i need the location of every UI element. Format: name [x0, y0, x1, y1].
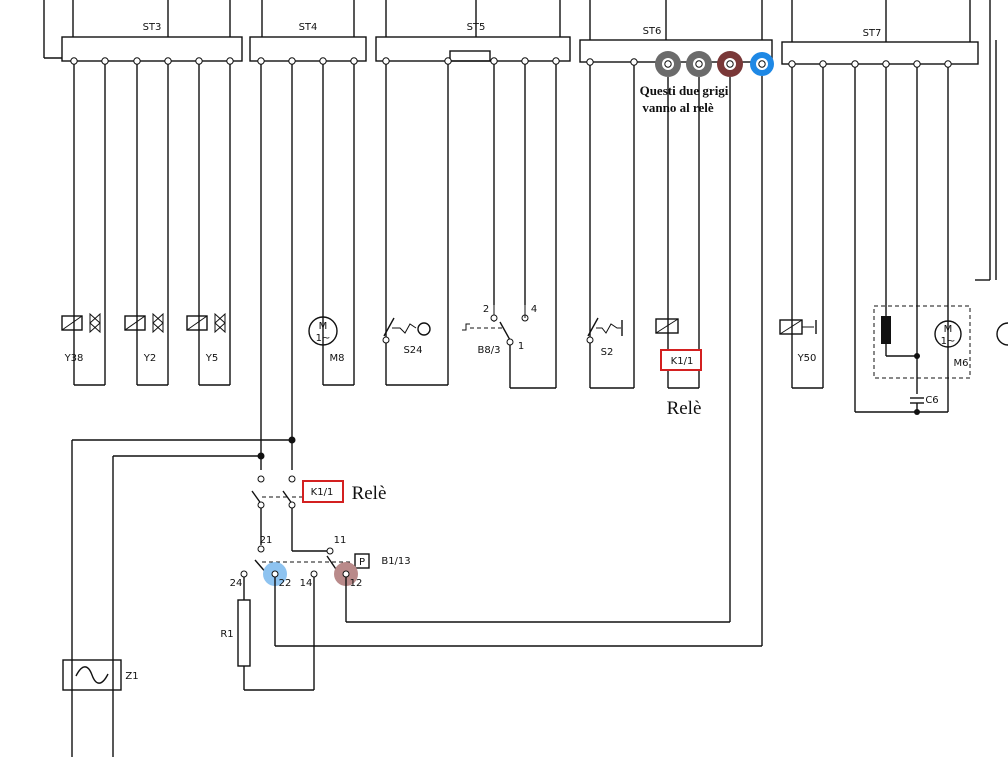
motor-m6-ac: 1~: [941, 336, 956, 347]
valve-y50-label: Y50: [797, 353, 817, 364]
valve-y38: Y38: [61, 312, 101, 364]
relay-contact-highlight-box: [302, 480, 344, 503]
connector-st7-label: ST7: [863, 28, 882, 39]
relay-coil-k1-label: K1/1: [671, 356, 694, 367]
valve-y38-label: Y38: [64, 353, 84, 364]
terminal-21: 21: [260, 535, 273, 546]
connector-blocks: ST3 ST4 ST5 ST6 ST7: [43, 0, 997, 281]
b8-terminal-4: 4: [531, 304, 537, 315]
fan-m6: M 1~ M6 C6: [873, 305, 1008, 415]
pressure-switch-p: P: [359, 557, 365, 568]
lower-wiring: Z1 K1/1 21 11 P B1/13 24: [62, 436, 762, 757]
b8-terminal-1: 1: [518, 341, 524, 352]
st6-highlights: [655, 51, 774, 77]
valve-y2-label: Y2: [143, 353, 156, 364]
relay-coil-highlight-box: [660, 349, 702, 371]
relay-annotation-lower: Relè: [352, 483, 387, 504]
connector-st7: ST7: [781, 0, 979, 65]
motor-m8-label: M8: [330, 353, 345, 364]
terminal-24: 24: [230, 578, 243, 589]
motor-m8-m: M: [319, 321, 328, 332]
valve-y50: Y50: [779, 319, 817, 364]
connector-st4: ST4: [249, 0, 367, 62]
pressure-switch-b1-13-label: B1/13: [381, 556, 410, 567]
switch-b8-3: 2 4 1 B8/3: [462, 304, 537, 356]
motor-m6-m: M: [944, 324, 953, 335]
filter-z1-label: Z1: [125, 671, 138, 682]
connector-st6: ST6: [579, 0, 773, 63]
terminal-11: 11: [334, 535, 347, 546]
valve-y5: Y5: [186, 312, 226, 364]
switch-s2: S2: [586, 317, 623, 358]
motor-m8: M 1~ M8: [308, 316, 345, 364]
valve-y2: Y2: [124, 312, 164, 364]
relay-coil-k1: K1/1: [655, 318, 702, 371]
vertical-wires: [73, 61, 949, 646]
switch-s24: S24: [382, 317, 431, 356]
terminal-14: 14: [300, 578, 313, 589]
relay-contact-k1-label: K1/1: [311, 487, 334, 498]
connector-st6-label: ST6: [643, 26, 662, 37]
switch-b8-3-label: B8/3: [478, 345, 501, 356]
connector-st4-label: ST4: [299, 22, 318, 33]
motor-m6-label: M6: [954, 358, 969, 369]
switch-s24-label: S24: [403, 345, 422, 356]
grey-wires-note-line1: Questi due grigi: [640, 83, 729, 98]
annotations: Questi due grigi vanno al relè Relè Relè: [352, 83, 729, 504]
resistor-r1-label: R1: [220, 629, 233, 640]
connector-st3-label: ST3: [143, 22, 162, 33]
terminal-22: 22: [279, 578, 292, 589]
terminal-12: 12: [350, 578, 363, 589]
b8-terminal-2: 2: [483, 304, 489, 315]
connector-st5: ST5: [375, 0, 571, 62]
connector-st3: ST3: [61, 0, 243, 62]
connector-terminals: [70, 57, 952, 68]
capacitor-c6-label: C6: [925, 395, 938, 406]
switch-s2-label: S2: [601, 347, 614, 358]
motor-m8-ac: 1~: [316, 333, 331, 344]
valve-y5-label: Y5: [205, 353, 218, 364]
grey-wires-note-line2: vanno al relè: [642, 100, 713, 115]
relay-annotation-upper: Relè: [667, 398, 702, 419]
